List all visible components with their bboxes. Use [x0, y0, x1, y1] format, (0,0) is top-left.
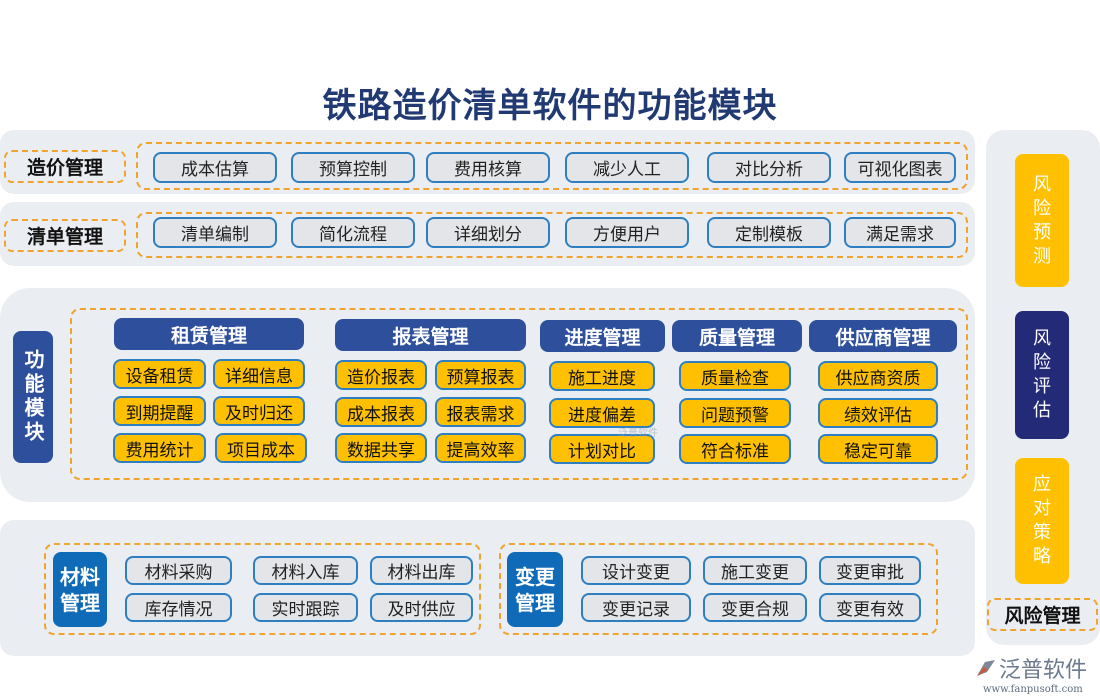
quality-item-3[interactable]: 符合标准 [679, 434, 791, 464]
page-title: 铁路造价清单软件的功能模块 [322, 86, 778, 126]
quality-item-2[interactable]: 问题预警 [679, 398, 791, 428]
cost-item-1[interactable]: 成本估算 [153, 152, 277, 183]
supplier-item-3[interactable]: 稳定可靠 [818, 434, 938, 464]
material-management-label-text: 材料管理 [60, 564, 100, 615]
rental-management-header: 租赁管理 [114, 318, 304, 350]
material-item-6[interactable]: 及时供应 [370, 593, 473, 622]
change-item-1[interactable]: 设计变更 [581, 556, 691, 585]
risk-management-label: 风险管理 [987, 598, 1098, 631]
report-item-1[interactable]: 造价报表 [335, 360, 427, 390]
report-item-5[interactable]: 数据共享 [335, 433, 427, 463]
report-item-4[interactable]: 报表需求 [435, 397, 526, 427]
list-item-6[interactable]: 满足需求 [844, 217, 956, 248]
risk-assessment[interactable]: 风险评估 [1015, 311, 1069, 439]
cost-management-group [136, 142, 968, 190]
function-modules-label: 功能模块 [13, 331, 53, 463]
change-management-label: 变更管理 [507, 552, 563, 627]
list-item-1[interactable]: 清单编制 [153, 217, 277, 248]
cost-item-3[interactable]: 费用核算 [426, 152, 550, 183]
cost-item-4[interactable]: 减少人工 [565, 152, 689, 183]
change-item-4[interactable]: 变更记录 [581, 593, 691, 622]
cost-item-6[interactable]: 可视化图表 [844, 152, 956, 183]
risk-assessment-text: 风险评估 [1033, 328, 1051, 421]
list-management-label: 清单管理 [4, 219, 126, 252]
rental-item-5[interactable]: 费用统计 [113, 433, 206, 463]
risk-response-strategy[interactable]: 应对策略 [1015, 458, 1069, 584]
change-item-5[interactable]: 变更合规 [703, 593, 807, 622]
change-management-label-text: 变更管理 [515, 564, 555, 615]
report-item-6[interactable]: 提高效率 [435, 433, 526, 463]
material-item-1[interactable]: 材料采购 [125, 556, 232, 585]
rental-item-1[interactable]: 设备租赁 [113, 359, 206, 389]
cost-item-2[interactable]: 预算控制 [291, 152, 415, 183]
rental-item-6[interactable]: 项目成本 [215, 433, 307, 463]
progress-management-header: 进度管理 [540, 320, 665, 352]
list-item-4[interactable]: 方便用户 [565, 217, 689, 248]
progress-item-2[interactable]: 进度偏差 [549, 398, 655, 428]
material-item-2[interactable]: 材料入库 [253, 556, 358, 585]
supplier-item-1[interactable]: 供应商资质 [818, 361, 938, 391]
list-item-2[interactable]: 简化流程 [291, 217, 415, 248]
quality-management-header: 质量管理 [672, 320, 802, 352]
fanpu-logo-url: www.fanpusoft.com [983, 684, 1083, 695]
fanpu-logo-icon [975, 658, 997, 678]
report-management-header: 报表管理 [335, 319, 526, 351]
material-item-5[interactable]: 实时跟踪 [253, 593, 358, 622]
rental-item-2[interactable]: 详细信息 [213, 359, 305, 389]
change-item-6[interactable]: 变更有效 [819, 593, 921, 622]
material-item-3[interactable]: 材料出库 [370, 556, 473, 585]
material-management-group [44, 543, 481, 635]
rental-item-4[interactable]: 及时归还 [213, 396, 305, 426]
watermark: 泛普软件 [618, 428, 658, 439]
change-item-2[interactable]: 施工变更 [703, 556, 807, 585]
cost-item-5[interactable]: 对比分析 [707, 152, 831, 183]
risk-prediction[interactable]: 风险预测 [1015, 154, 1069, 287]
supplier-management-header: 供应商管理 [809, 320, 957, 352]
report-item-3[interactable]: 成本报表 [335, 397, 427, 427]
rental-item-3[interactable]: 到期提醒 [113, 396, 206, 426]
risk-prediction-text: 风险预测 [1033, 173, 1051, 267]
material-management-label: 材料管理 [53, 552, 107, 627]
function-modules-group [70, 308, 968, 480]
progress-item-1[interactable]: 施工进度 [549, 361, 655, 391]
fanpu-logo: 泛普软件 www.fanpusoft.com [975, 652, 1095, 695]
change-management-group [499, 543, 938, 635]
list-item-3[interactable]: 详细划分 [426, 217, 550, 248]
change-item-3[interactable]: 变更审批 [819, 556, 921, 585]
supplier-item-2[interactable]: 绩效评估 [818, 398, 938, 428]
cost-management-label: 造价管理 [4, 150, 126, 183]
material-item-4[interactable]: 库存情况 [125, 593, 232, 622]
list-item-5[interactable]: 定制模板 [707, 217, 831, 248]
quality-item-1[interactable]: 质量检查 [679, 361, 791, 391]
report-item-2[interactable]: 预算报表 [435, 360, 526, 390]
list-management-group [136, 212, 968, 258]
risk-response-strategy-text: 应对策略 [1033, 474, 1051, 567]
progress-item-3[interactable]: 计划对比 [549, 434, 655, 464]
fanpu-logo-name: 泛普软件 [999, 658, 1088, 683]
